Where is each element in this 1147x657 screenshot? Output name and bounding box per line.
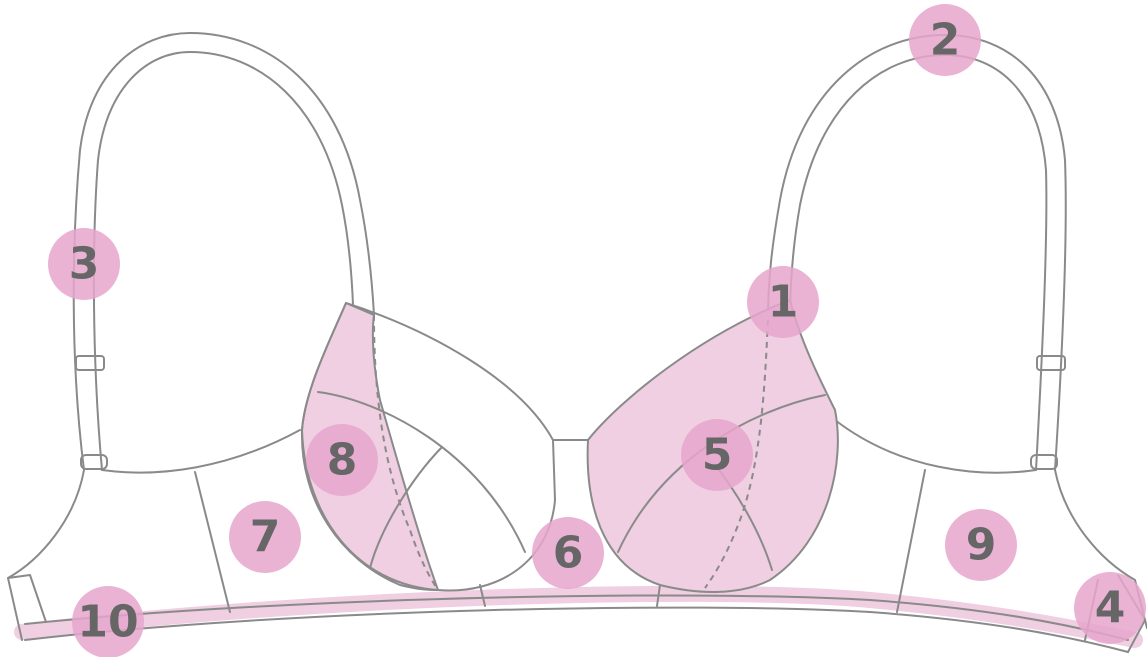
marker-4: 4 xyxy=(1074,572,1146,644)
marker-5: 5 xyxy=(681,419,753,491)
marker-7: 7 xyxy=(229,501,301,573)
marker-label: 6 xyxy=(553,528,584,579)
marker-label: 9 xyxy=(966,520,997,571)
marker-2: 2 xyxy=(909,4,981,76)
left-strap-ring xyxy=(81,455,107,469)
underband-highlight xyxy=(22,594,1135,640)
marker-3: 3 xyxy=(48,228,120,300)
marker-label: 7 xyxy=(250,512,281,563)
marker-8: 8 xyxy=(306,424,378,496)
left-wing-end xyxy=(8,575,46,622)
marker-9: 9 xyxy=(945,509,1017,581)
marker-label: 3 xyxy=(69,239,100,290)
marker-label: 2 xyxy=(930,15,961,66)
marker-1: 1 xyxy=(747,266,819,338)
marker-label: 1 xyxy=(768,277,799,328)
marker-label: 8 xyxy=(327,435,358,486)
right-strap-ring xyxy=(1031,455,1057,469)
left-wing-seam xyxy=(195,472,230,612)
marker-label: 5 xyxy=(702,430,733,481)
marker-label: 4 xyxy=(1095,583,1126,634)
marker-6: 6 xyxy=(532,517,604,589)
marker-label: 10 xyxy=(77,597,138,648)
right-wing-seam xyxy=(897,470,925,612)
left-strap-slider xyxy=(76,356,104,370)
marker-10: 10 xyxy=(72,586,144,657)
